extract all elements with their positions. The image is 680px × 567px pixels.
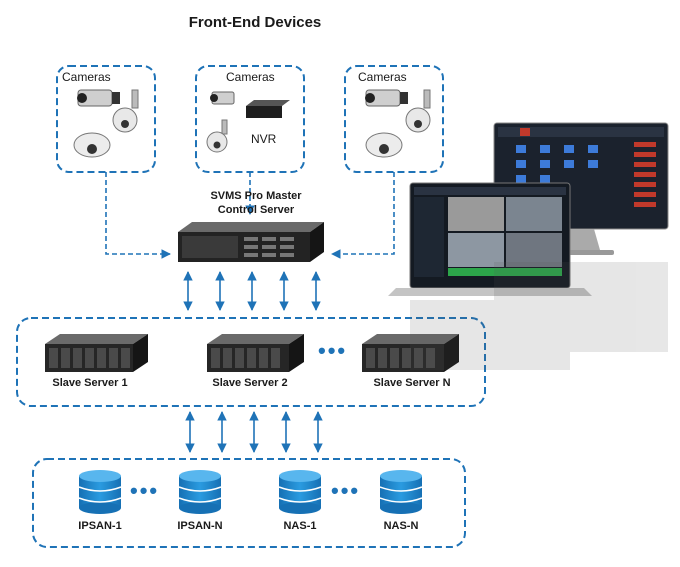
slave-server-box [16, 317, 486, 407]
slave-storage-arrows [185, 411, 323, 453]
camera-group-label-2: Cameras [226, 70, 275, 84]
ptz-dome-camera-icon [206, 119, 228, 153]
diagram-title: Front-End Devices [188, 14, 322, 31]
master-server-label-line1: SVMS Pro Master [210, 190, 302, 202]
laptop-icon [388, 182, 592, 296]
camera-group-box-1 [56, 65, 156, 173]
storage-cylinder-icon [178, 470, 222, 514]
storage-label-ipsan-1: IPSAN-1 [78, 520, 122, 532]
storage-box [32, 458, 466, 548]
storage-label-nas-1: NAS-1 [283, 520, 317, 532]
connector-group1-master [105, 172, 171, 259]
box-camera-icon [210, 91, 235, 105]
storage-cylinder-icon [379, 470, 423, 514]
storage-label-nas-n: NAS-N [383, 520, 419, 532]
storage-cylinder-icon [78, 470, 122, 514]
connector-group3-master [331, 172, 395, 259]
ptz-dome-camera-icon [112, 89, 139, 133]
slave-server-label-2: Slave Server 2 [212, 377, 288, 389]
storage-ellipsis-1: ••• [130, 478, 160, 503]
reflection [410, 262, 668, 370]
slave-server-icon [362, 334, 459, 372]
master-slave-arrows [183, 271, 321, 311]
storage-cylinder-icon [278, 470, 322, 514]
slave-server-label-n: Slave Server N [373, 377, 451, 389]
storage-label-ipsan-n: IPSAN-N [177, 520, 223, 532]
box-camera-icon [77, 89, 120, 107]
master-server-label-line2: Control Server [217, 204, 295, 216]
storage-ellipsis-2: ••• [331, 478, 361, 503]
box-camera-icon [365, 89, 408, 107]
slave-server-icon [45, 334, 148, 372]
slave-server-label-1: Slave Server 1 [52, 377, 128, 389]
slave-server-icon [207, 334, 304, 372]
nvr-label: NVR [251, 132, 277, 146]
nvr-device-icon [246, 100, 290, 118]
master-server-icon [178, 222, 324, 262]
camera-group-label-1: Cameras [62, 70, 111, 84]
camera-group-label-3: Cameras [358, 70, 407, 84]
slave-ellipsis: ••• [318, 338, 348, 363]
dome-camera-icon [365, 132, 403, 158]
dome-camera-icon [73, 132, 111, 158]
camera-group-box-3 [344, 65, 444, 173]
ptz-dome-camera-icon [405, 89, 431, 133]
